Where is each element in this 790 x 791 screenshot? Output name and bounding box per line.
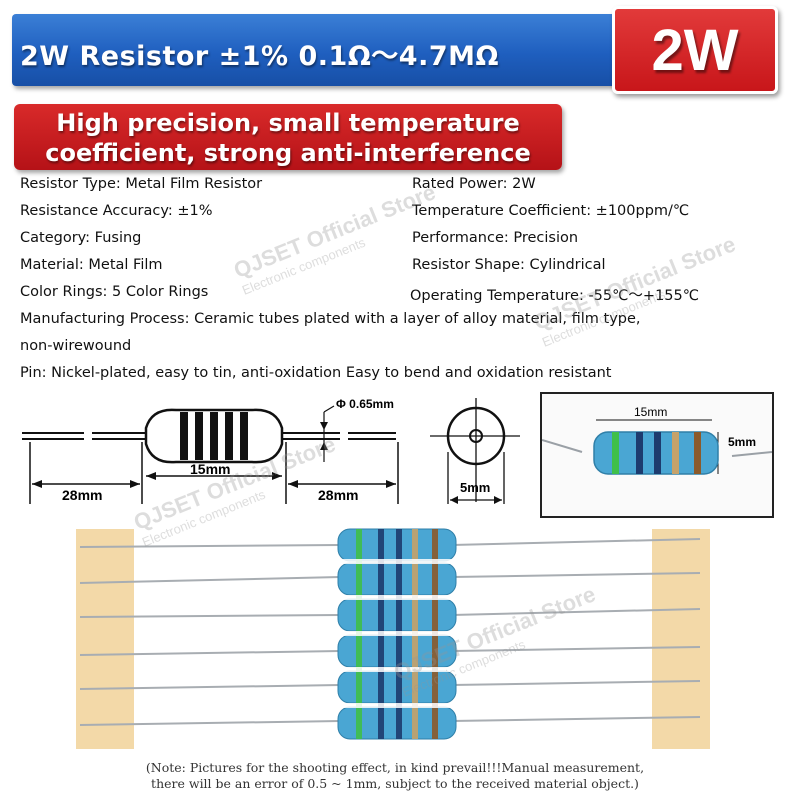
feature-banner: High precision, small temperature coeffi…	[14, 104, 562, 170]
photo-diameter-label: 5mm	[728, 435, 756, 449]
spec-performance: Performance: Precision	[412, 230, 579, 246]
lead-diameter-label: Φ 0.65mm	[336, 397, 394, 411]
spec-material: Material: Metal Film	[20, 257, 163, 273]
note-line-2: there will be an error of 0.5 ~ 1mm, sub…	[151, 776, 639, 791]
body-diameter-label: 5mm	[460, 480, 490, 495]
spec-shape: Resistor Shape: Cylindrical	[412, 257, 606, 273]
body-length-label: 15mm	[190, 461, 230, 477]
dimension-drawing: 28mm 15mm 28mm Φ 0.65mm 5mm	[22, 397, 520, 504]
resistor-photo-frame: 15mm 5mm	[540, 392, 774, 518]
product-title: 2W Resistor ±1% 0.1Ω～4.7MΩ	[20, 41, 499, 72]
spec-color-rings: Color Rings: 5 Color Rings	[20, 284, 209, 300]
spec-rated-power: Rated Power: 2W	[412, 176, 536, 192]
spec-accuracy: Resistance Accuracy: ±1%	[20, 203, 213, 219]
resistor-photo: 15mm 5mm	[541, 405, 773, 475]
spec-process-continued: non-wirewound	[20, 338, 132, 354]
power-badge: 2W	[612, 6, 778, 94]
header-bar	[12, 14, 620, 86]
spec-pin: Pin: Nickel-plated, easy to tin, anti-ox…	[20, 365, 612, 381]
feature-line-1: High precision, small temperature	[56, 109, 520, 137]
lead-right-label: 28mm	[318, 487, 358, 503]
spec-operating-temp: Operating Temperature: -55℃～+155℃	[410, 288, 700, 304]
spec-resistor-type: Resistor Type: Metal Film Resistor	[20, 176, 263, 192]
power-badge-label: 2W	[651, 17, 739, 83]
lead-left-label: 28mm	[62, 487, 102, 503]
photo-length-label: 15mm	[634, 405, 667, 419]
spec-temp-coefficient: Temperature Coefficient: ±100ppm/℃	[412, 203, 690, 219]
note-line-1: (Note: Pictures for the shooting effect,…	[145, 760, 645, 775]
spec-process: Manufacturing Process: Ceramic tubes pla…	[20, 311, 641, 327]
spec-category: Category: Fusing	[20, 230, 142, 246]
feature-line-2: coefficient, strong anti-interference	[45, 139, 531, 167]
taped-resistors	[76, 528, 710, 749]
